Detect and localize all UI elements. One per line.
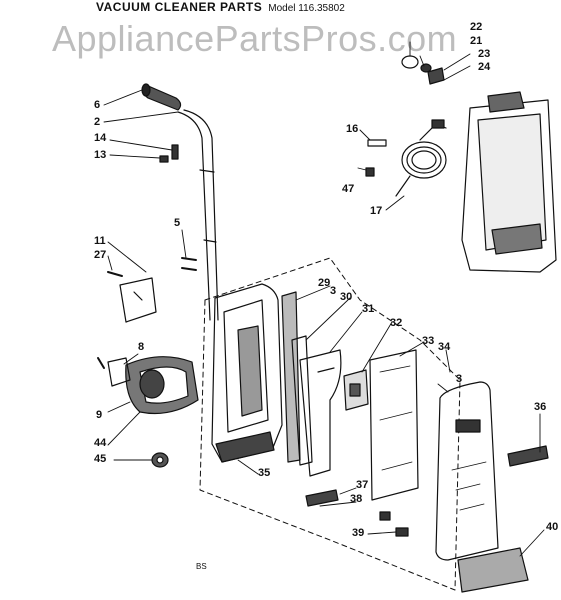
plate-11-part[interactable] [119,277,157,323]
bracket-31-part[interactable] [299,349,342,477]
callout-23: 23 [478,48,491,60]
latch-32-part[interactable] [343,369,369,411]
callout-32: 32 [390,317,403,329]
wheel-45-part[interactable] [151,452,169,468]
callout-44: 44 [94,437,107,449]
nut-13-part[interactable] [159,155,169,163]
callout-47: 47 [342,183,355,195]
callout-17: 17 [370,205,383,217]
title-text: VACUUM CLEANER PARTS [96,0,263,14]
callout-30: 30 [340,291,353,303]
strip-30-part[interactable] [291,335,313,466]
callout-2: 2 [94,116,101,128]
screw-14-part[interactable] [171,144,179,160]
callout-5: 5 [174,217,181,229]
callout-13: 13 [94,149,107,161]
callout-27: 27 [94,249,107,261]
model-number: Model 116.35802 [268,3,345,14]
front-cover-34-part[interactable] [435,381,499,561]
nut-47-part[interactable] [365,167,375,177]
callout-31: 31 [362,303,375,315]
handle-tube-part[interactable] [177,109,219,321]
callout-22: 22 [470,21,483,33]
handle-36-part[interactable] [507,445,549,467]
callout-40: 40 [546,521,559,533]
main-housing-part[interactable] [211,283,283,463]
screw-27-part[interactable] [107,271,123,277]
callout-3-right: 3 [456,373,463,385]
callout-45: 45 [94,453,107,465]
clip-39-part[interactable] [395,527,409,537]
footer-mark: BS [196,562,207,571]
leader-lines [103,41,545,557]
watermark: AppliancePartsPros.com [52,18,458,59]
callout-36: 36 [534,401,547,413]
base-plate-40-part[interactable] [457,547,529,593]
motor-housing-part[interactable] [125,356,199,415]
screw-3-left-part[interactable] [97,357,105,369]
callout-38: 38 [350,493,363,505]
callout-6: 6 [94,99,101,111]
plate-8-part[interactable] [107,357,131,387]
callout-11: 11 [94,235,106,247]
callout-34: 34 [438,341,451,353]
strip-29-part[interactable] [281,291,301,463]
diagram-title: VACUUM CLEANER PARTS Model 116.35802 [96,0,345,14]
callout-37: 37 [356,479,369,491]
callout-3-upper: 3 [330,285,337,297]
callout-29: 29 [318,277,331,289]
callout-33: 33 [422,335,435,347]
rear-housing-part[interactable] [461,91,557,273]
callout-35: 35 [258,467,271,479]
handle-grip-part[interactable] [141,83,182,111]
dust-bag-33-part[interactable] [369,349,419,501]
assembly-outline [199,257,461,591]
callout-39: 39 [352,527,365,539]
callout-9: 9 [96,409,103,421]
screw-5-part[interactable] [181,257,197,271]
callout-24: 24 [478,61,491,73]
power-cord-17-part[interactable] [395,119,447,197]
callout-21: 21 [470,35,483,47]
callout-8: 8 [138,341,145,353]
knob-21-22-part[interactable] [401,55,432,73]
cord-hook-16-part[interactable] [367,139,387,147]
callout-16: 16 [346,123,359,135]
callout-14: 14 [94,132,107,144]
clip-37-38-part[interactable] [305,489,391,521]
